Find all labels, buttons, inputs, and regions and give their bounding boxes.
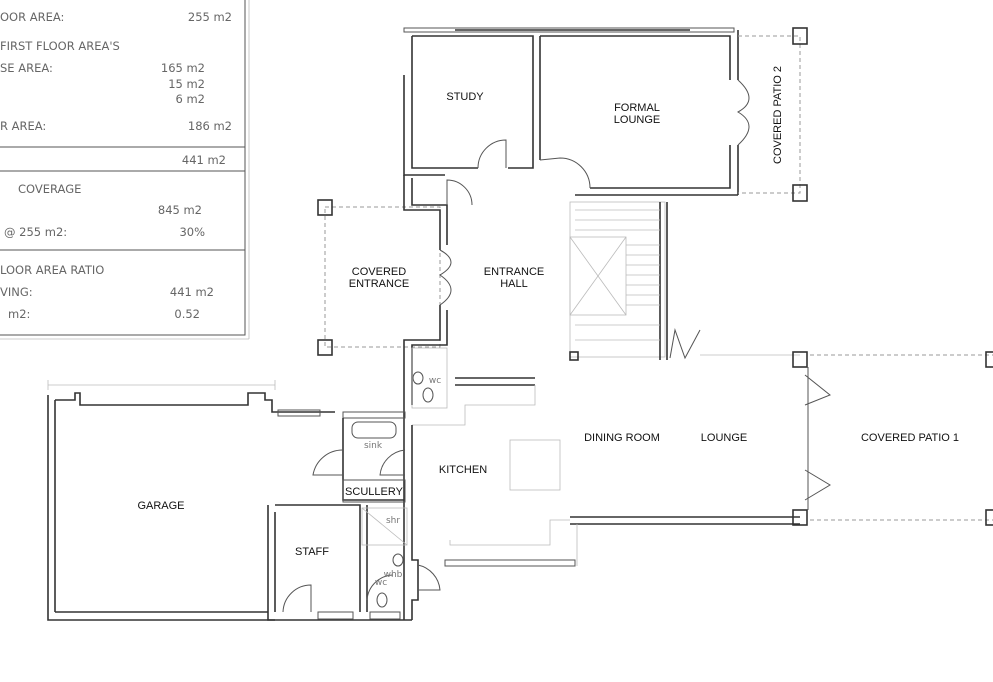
room-label-covered-entrance: ENTRANCE xyxy=(349,278,410,290)
table-value: 165 m2 xyxy=(161,61,205,75)
room-label-dining-room: DINING ROOM xyxy=(584,432,660,444)
table-label: R AREA: xyxy=(0,119,46,133)
room-label-covered-patio-1: COVERED PATIO 1 xyxy=(861,432,959,444)
table-label: @ 255 m2: xyxy=(4,225,67,239)
table-value: 0.52 xyxy=(174,307,200,321)
table-value: 186 m2 xyxy=(188,119,232,133)
room-label-garage: GARAGE xyxy=(137,500,184,512)
table-label: COVERAGE xyxy=(18,182,81,196)
table-value: 845 m2 xyxy=(158,203,202,217)
table-value: 441 m2 xyxy=(170,285,214,299)
room-label-covered-entrance: COVERED xyxy=(352,266,406,278)
table-value: 15 m2 xyxy=(168,77,205,91)
fixture-label-whb: whb xyxy=(384,570,403,580)
table-value: 441 m2 xyxy=(182,153,226,167)
fixture-label-shower: shr xyxy=(386,516,400,526)
table-label: VING: xyxy=(0,285,33,299)
room-label-formal-lounge: FORMAL xyxy=(614,102,660,114)
table-label: LOOR AREA RATIO xyxy=(0,263,104,277)
fixture-label-wc: wc xyxy=(375,578,387,588)
room-label-kitchen: KITCHEN xyxy=(439,464,487,476)
room-label-study: STUDY xyxy=(446,91,484,103)
table-value: 255 m2 xyxy=(188,10,232,24)
table-label: OOR AREA: xyxy=(0,10,64,24)
table-value: 6 m2 xyxy=(176,92,206,106)
room-label-staff: STAFF xyxy=(295,546,329,558)
room-label-covered-patio-2: COVERED PATIO 2 xyxy=(772,66,784,164)
room-label-entrance-hall: HALL xyxy=(500,278,528,290)
table-label: m2: xyxy=(8,307,30,321)
walls xyxy=(47,27,993,621)
room-label-lounge: LOUNGE xyxy=(701,432,747,444)
table-label: FIRST FLOOR AREA'S xyxy=(0,39,120,53)
area-table: OOR AREA: 255 m2 FIRST FLOOR AREA'S SE A… xyxy=(0,0,250,340)
table-value: 30% xyxy=(179,225,205,239)
fixture-label-sink: sink xyxy=(364,441,383,451)
fixture-label-wc: wc xyxy=(429,376,441,386)
room-label-formal-lounge: LOUNGE xyxy=(614,114,660,126)
room-label-entrance-hall: ENTRANCE xyxy=(484,266,545,278)
room-label-scullery: SCULLERY xyxy=(345,486,404,498)
table-label: SE AREA: xyxy=(0,61,53,75)
